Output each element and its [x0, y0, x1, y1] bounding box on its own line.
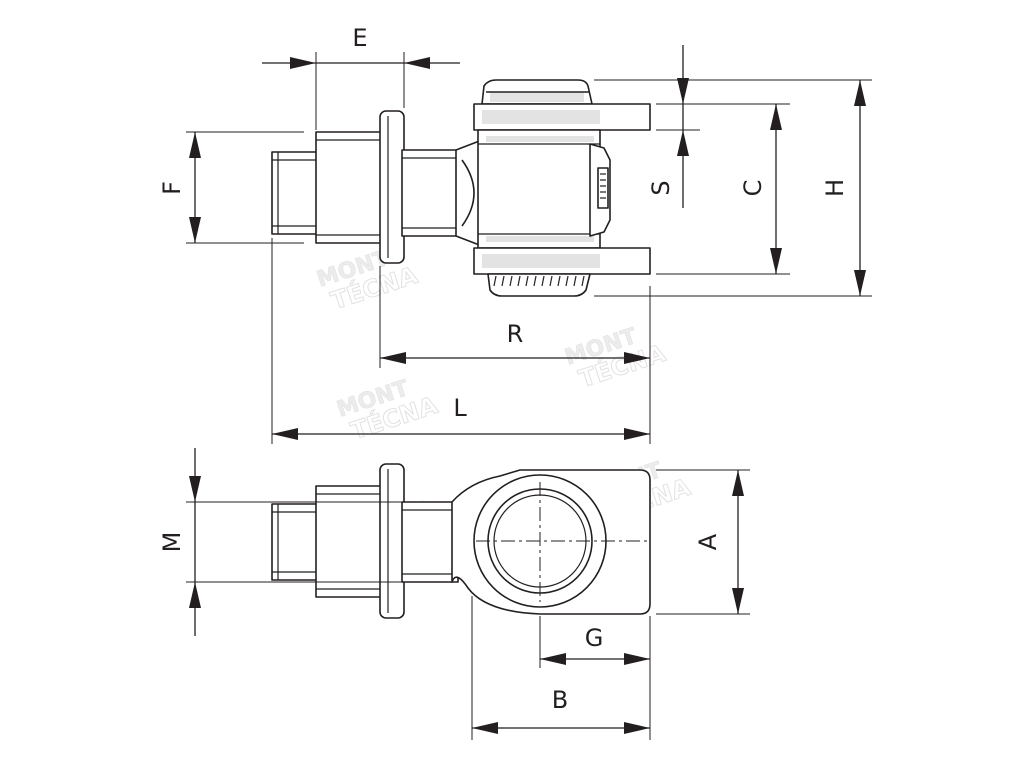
extension-lines-side: [186, 52, 872, 444]
label-C: C: [739, 180, 767, 197]
label-G: G: [585, 624, 604, 652]
label-S: S: [647, 180, 675, 195]
label-R: R: [507, 320, 524, 348]
shank: [401, 139, 483, 247]
plan-shank: [401, 501, 459, 583]
label-F: F: [158, 181, 186, 195]
plan-threaded-stud: [271, 503, 319, 581]
watermark-3: MONT TÉCNA: [334, 376, 442, 446]
dimension-A: A: [694, 470, 744, 614]
hex-nut: [315, 131, 383, 244]
plan-view: [186, 463, 750, 740]
knurl-pattern: [493, 275, 585, 287]
threaded-stud: [271, 151, 319, 235]
extension-lines-plan: [186, 469, 750, 740]
dimension-G: G: [540, 624, 650, 665]
dimension-C: C: [739, 104, 782, 274]
dimension-L: L: [272, 394, 650, 440]
label-E: E: [352, 24, 367, 52]
dimension-R: R: [380, 320, 650, 364]
washer-flange: [379, 110, 405, 264]
dimension-B: B: [472, 686, 650, 734]
plan-hex-nut: [315, 485, 383, 598]
plan-axes: [476, 482, 648, 602]
hinge-barrel: [473, 79, 651, 297]
label-M: M: [158, 532, 186, 553]
plan-washer-flange: [379, 463, 405, 619]
label-B: B: [552, 686, 568, 714]
dimension-M: M: [158, 448, 201, 636]
dimension-E: E: [262, 24, 460, 69]
label-A: A: [694, 533, 722, 550]
dimension-F: F: [158, 132, 201, 243]
plan-hinge-plate: [451, 469, 651, 615]
watermark-2: MONT TÉCNA: [562, 324, 670, 394]
dimension-S: S: [647, 45, 689, 208]
watermark-1: MONT TÉCNA: [314, 246, 422, 316]
dimension-H: H: [821, 80, 866, 296]
side-view: [186, 52, 872, 444]
label-L: L: [453, 394, 467, 422]
label-H: H: [821, 179, 849, 197]
